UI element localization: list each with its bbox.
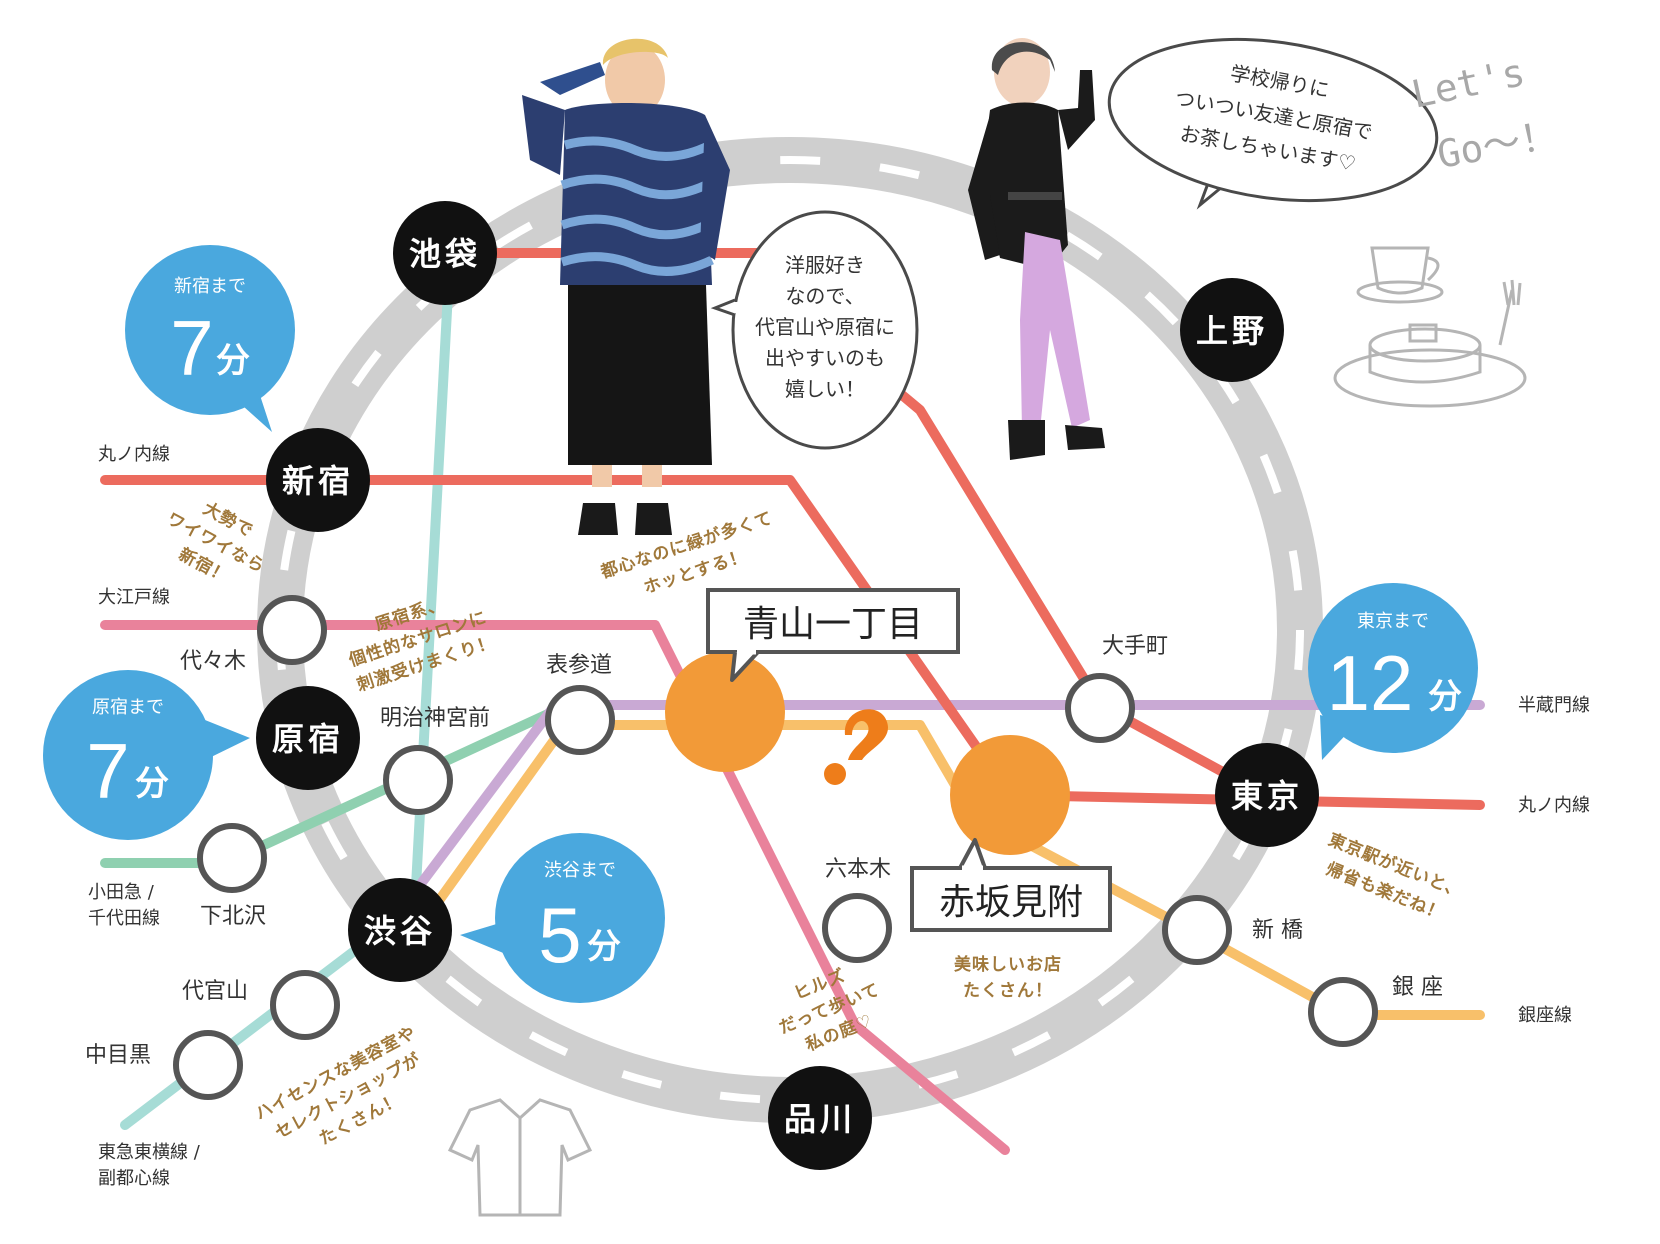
label-otemachi: 大手町 bbox=[1102, 634, 1168, 659]
line-labels: 丸ノ内線 大江戸線 小田急 / 千代田線 東急東横線 / 副都心線 半蔵門線 丸… bbox=[88, 444, 1590, 1189]
svg-text:代官山や原宿に: 代官山や原宿に bbox=[755, 315, 895, 339]
label-daikanyama: 代官山 bbox=[182, 979, 248, 1004]
station-ginza[interactable] bbox=[1308, 977, 1378, 1047]
svg-text:上野: 上野 bbox=[1196, 312, 1268, 350]
station-daikanyama[interactable] bbox=[270, 970, 340, 1040]
svg-text:5: 5 bbox=[538, 891, 581, 979]
svg-text:原宿まで: 原宿まで bbox=[92, 697, 164, 718]
major-station-shibuya[interactable]: 渋谷 bbox=[348, 878, 452, 982]
station-aoyama-itchome[interactable] bbox=[665, 652, 785, 772]
station-akasaka-mitsuke[interactable] bbox=[950, 735, 1070, 855]
svg-text:分: 分 bbox=[216, 341, 250, 381]
svg-text:なので、: なので、 bbox=[785, 284, 864, 308]
line-label-marunouchi-left: 丸ノ内線 bbox=[98, 444, 170, 465]
svg-text:Go～！: Go～！ bbox=[1434, 112, 1562, 176]
line-oedo bbox=[100, 620, 1010, 1155]
svg-text:嬉しい！: 嬉しい！ bbox=[785, 377, 865, 401]
svg-text:東京: 東京 bbox=[1231, 777, 1303, 815]
major-station-ikebukuro[interactable]: 池袋 bbox=[393, 201, 497, 305]
station-otemachi[interactable] bbox=[1065, 673, 1135, 743]
svg-text:12: 12 bbox=[1327, 639, 1414, 727]
line-label-hanzomon: 半蔵門線 bbox=[1518, 695, 1590, 716]
line-label-chiyoda: 千代田線 bbox=[88, 908, 160, 929]
major-station-ueno[interactable]: 上野 bbox=[1180, 278, 1284, 382]
major-station-shinagawa[interactable]: 品川 bbox=[768, 1066, 872, 1170]
question-mark-icon bbox=[824, 709, 888, 785]
coffee-cup-icon bbox=[1356, 246, 1444, 304]
major-station-harajuku[interactable]: 原宿 bbox=[256, 686, 360, 790]
minor-station-labels: 代々木 表参道 明治神宮前 下北沢 代官山 中目黒 六本木 大手町 新 橋 銀 … bbox=[85, 634, 1443, 1068]
svg-text:Let's: Let's bbox=[1408, 50, 1529, 117]
station-shinbashi[interactable] bbox=[1162, 895, 1232, 965]
line-label-tokyu: 東急東横線 / bbox=[98, 1142, 201, 1163]
callout-akasaka: 赤坂見附 bbox=[910, 838, 1112, 932]
svg-text:洋服好き: 洋服好き bbox=[785, 253, 865, 277]
label-ginza: 銀 座 bbox=[1392, 975, 1443, 1000]
highlighted-stations bbox=[665, 652, 1070, 855]
svg-text:たくさん！: たくさん！ bbox=[963, 981, 1053, 1001]
svg-text:東京まで: 東京まで bbox=[1357, 611, 1429, 632]
note-tokyo: 東京駅が近いと、 帰省も楽だね！ bbox=[1323, 829, 1466, 925]
line-label-marunouchi-right: 丸ノ内線 bbox=[1518, 795, 1590, 816]
callout-aoyama-label: 青山一丁目 bbox=[743, 604, 923, 645]
station-roppongi[interactable] bbox=[822, 893, 892, 963]
station-meiji-jingumae[interactable] bbox=[383, 745, 453, 815]
svg-text:池袋: 池袋 bbox=[409, 235, 481, 273]
person-right-illustration bbox=[968, 38, 1105, 460]
line-label-oedo: 大江戸線 bbox=[98, 587, 170, 608]
major-stations: 池袋 新宿 原宿 渋谷 上野 東京 品川 bbox=[256, 201, 1319, 1170]
svg-text:渋谷: 渋谷 bbox=[364, 912, 436, 950]
svg-text:新宿まで: 新宿まで bbox=[174, 276, 246, 297]
shirt-icon bbox=[447, 1098, 593, 1217]
note-akasaka: 美味しいお店 たくさん！ bbox=[954, 954, 1062, 1001]
station-omotesando[interactable] bbox=[545, 685, 615, 755]
callout-aoyama: 青山一丁目 bbox=[706, 588, 960, 682]
bubble-shinjuku: 新宿まで 7 分 bbox=[125, 245, 295, 432]
pancake-icon bbox=[1333, 323, 1527, 408]
speech-bubble-left: 洋服好き なので、 代官山や原宿に 出やすいのも 嬉しい！ bbox=[710, 210, 919, 450]
major-station-shinjuku[interactable]: 新宿 bbox=[266, 428, 370, 532]
svg-text:分: 分 bbox=[587, 927, 621, 967]
fork-icon bbox=[1498, 279, 1522, 346]
label-yoyogi: 代々木 bbox=[180, 649, 246, 674]
speech-bubble-right: 学校帰りに ついつい友達と原宿で お茶しちゃいます♡ bbox=[1107, 37, 1439, 210]
station-shimokitazawa[interactable] bbox=[197, 823, 267, 893]
minor-stations bbox=[173, 595, 1378, 1100]
svg-text:出やすいのも: 出やすいのも bbox=[765, 346, 885, 370]
callout-akasaka-label: 赤坂見附 bbox=[939, 882, 1083, 923]
svg-text:美味しいお店: 美味しいお店 bbox=[954, 954, 1062, 975]
svg-text:分: 分 bbox=[135, 764, 169, 804]
label-roppongi: 六本木 bbox=[825, 857, 891, 882]
line-label-fukutoshin: 副都心線 bbox=[98, 1168, 170, 1189]
svg-text:原宿: 原宿 bbox=[272, 720, 344, 758]
station-yoyogi[interactable] bbox=[257, 595, 327, 665]
line-label-ginza: 銀座線 bbox=[1518, 1005, 1572, 1026]
bubble-shibuya: 渋谷まで 5 分 bbox=[460, 833, 665, 1003]
svg-text:7: 7 bbox=[86, 727, 129, 815]
label-omotesando: 表参道 bbox=[546, 653, 612, 678]
note-harajuku: 原宿系、 個性的なサロンに 刺激受けまくり！ bbox=[345, 593, 497, 696]
note-shibuya: ハイセンスな美容室や セレクトショップが たくさん！ bbox=[252, 1022, 425, 1150]
label-shinbashi: 新 橋 bbox=[1252, 918, 1303, 943]
label-nakameguro: 中目黒 bbox=[85, 1043, 151, 1068]
svg-text:分: 分 bbox=[1428, 677, 1462, 717]
line-label-odakyu: 小田急 / bbox=[88, 882, 155, 903]
major-station-tokyo[interactable]: 東京 bbox=[1215, 743, 1319, 847]
person-left-illustration bbox=[522, 38, 730, 535]
svg-text:品川: 品川 bbox=[784, 1100, 856, 1138]
svg-text:7: 7 bbox=[170, 304, 213, 392]
bubble-harajuku: 原宿まで 7 分 bbox=[43, 670, 250, 840]
label-meiji-jingumae: 明治神宮前 bbox=[380, 706, 490, 731]
svg-text:新宿: 新宿 bbox=[282, 462, 354, 500]
station-nakameguro[interactable] bbox=[173, 1030, 243, 1100]
bubble-tokyo: 東京まで 12 分 bbox=[1308, 583, 1478, 760]
label-shimokitazawa: 下北沢 bbox=[200, 904, 266, 929]
svg-text:渋谷まで: 渋谷まで bbox=[544, 860, 616, 881]
